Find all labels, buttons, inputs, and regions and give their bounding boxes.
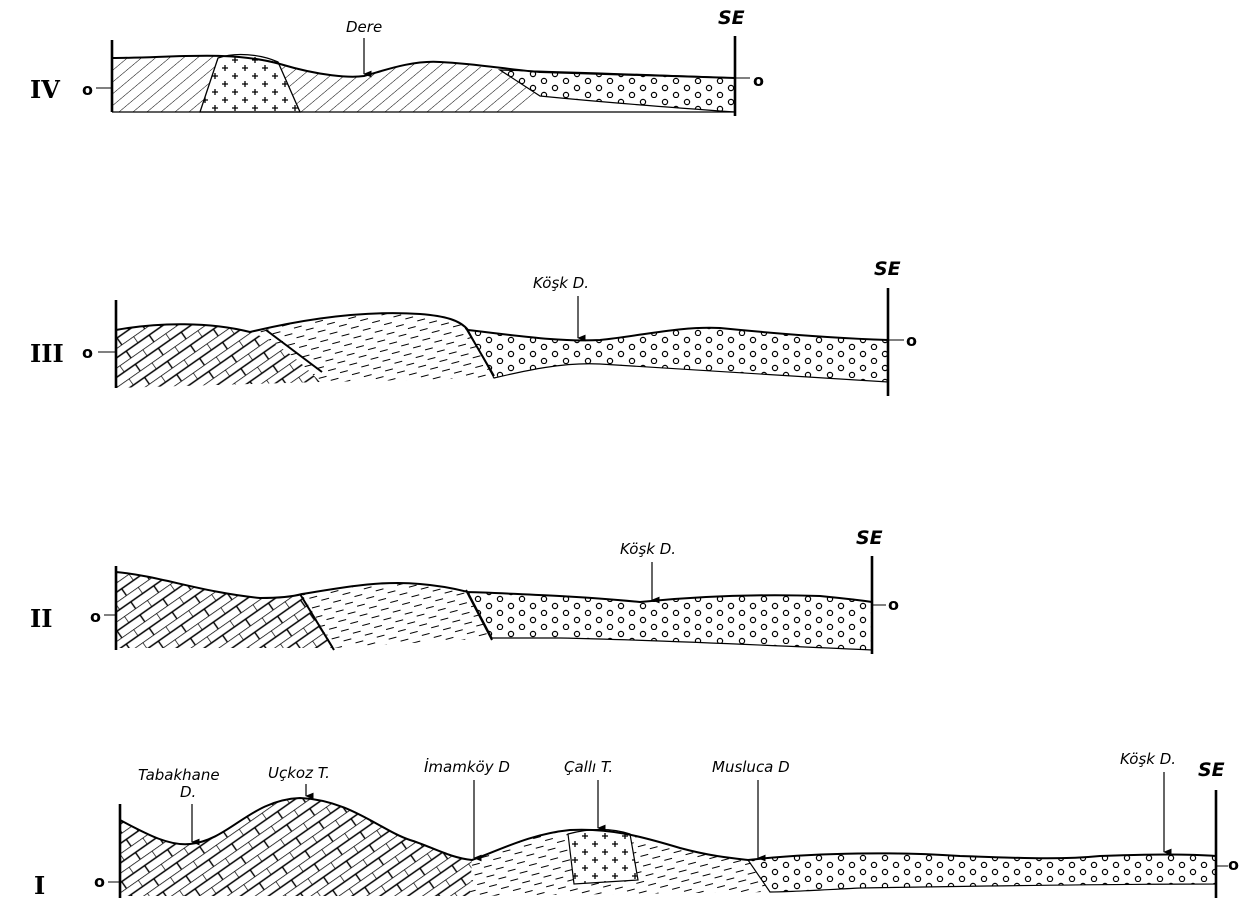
section-i-label-uckoz: Uçkoz T. [268, 764, 330, 782]
section-i-granite [568, 830, 638, 885]
section-iv-left-end: o [82, 80, 93, 99]
section-i-left-end: o [94, 872, 105, 891]
section-iv: IV o o SE Dere [30, 7, 764, 116]
section-i-label-calli: Çallı T. [564, 758, 613, 776]
section-iv-direction: SE [718, 7, 745, 29]
section-iii-right-end: o [906, 331, 917, 350]
section-ii-left-end: o [90, 607, 101, 626]
section-i-conglomerate [748, 853, 1216, 892]
section-i: I o o SE Tabakhane D. Uçkoz T. İmamköy D… [34, 750, 1239, 898]
section-i-limestone [120, 798, 472, 896]
section-ii-right-end: o [888, 595, 899, 614]
section-i-label-musluca: Musluca D [712, 758, 790, 776]
section-ii-roman: II [30, 604, 52, 633]
section-iii-left-end: o [82, 343, 93, 362]
section-iii-direction: SE [874, 258, 901, 280]
section-ii-limestone [116, 572, 334, 648]
section-i-label-tabakhane-d: D. [180, 783, 196, 801]
section-iii-label-kosk: Köşk D. [533, 274, 589, 292]
section-ii-label-kosk: Köşk D. [620, 540, 676, 558]
section-ii: II o o SE Köşk D. [30, 527, 899, 654]
section-iii-roman: III [30, 339, 64, 368]
section-ii-shale [302, 583, 492, 648]
section-i-direction: SE [1198, 759, 1225, 781]
section-iv-label-dere: Dere [346, 18, 382, 36]
section-i-label-kosk: Köşk D. [1120, 750, 1176, 768]
section-iv-right-end: o [753, 71, 764, 90]
section-i-roman: I [34, 871, 45, 898]
section-i-right-end: o [1228, 855, 1239, 874]
section-iv-roman: IV [30, 75, 60, 104]
section-ii-direction: SE [856, 527, 883, 549]
section-i-label-tabakhane: Tabakhane [138, 766, 220, 784]
section-ii-conglomerate [468, 592, 872, 650]
section-i-label-imamkoy: İmamköy D [424, 757, 510, 776]
section-iii: III o o SE Köşk D. [30, 258, 917, 396]
